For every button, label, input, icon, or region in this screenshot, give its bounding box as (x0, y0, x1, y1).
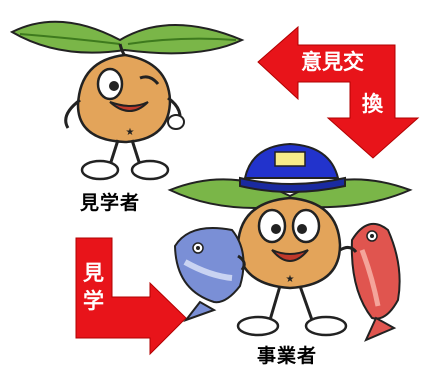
exchange-arrow-label-line1: 意見交 (301, 50, 364, 74)
tour-arrow-label-line1: 見 (83, 261, 104, 285)
exchange-arrow (257, 25, 420, 159)
tour-arrow (75, 237, 187, 356)
business-character-icon: ★ (167, 142, 413, 337)
tour-arrow-label-line2: 学 (83, 289, 104, 313)
visitor-label: 見学者 (80, 192, 141, 214)
svg-text:★: ★ (286, 274, 295, 285)
visitor-character-icon: ★ (9, 20, 245, 181)
exchange-arrow-label-line2: 換 (362, 92, 383, 116)
svg-text:★: ★ (126, 127, 135, 138)
business-label: 事業者 (257, 345, 318, 367)
sea-bream-icon (339, 222, 401, 342)
tuna-fish-icon (173, 227, 246, 323)
